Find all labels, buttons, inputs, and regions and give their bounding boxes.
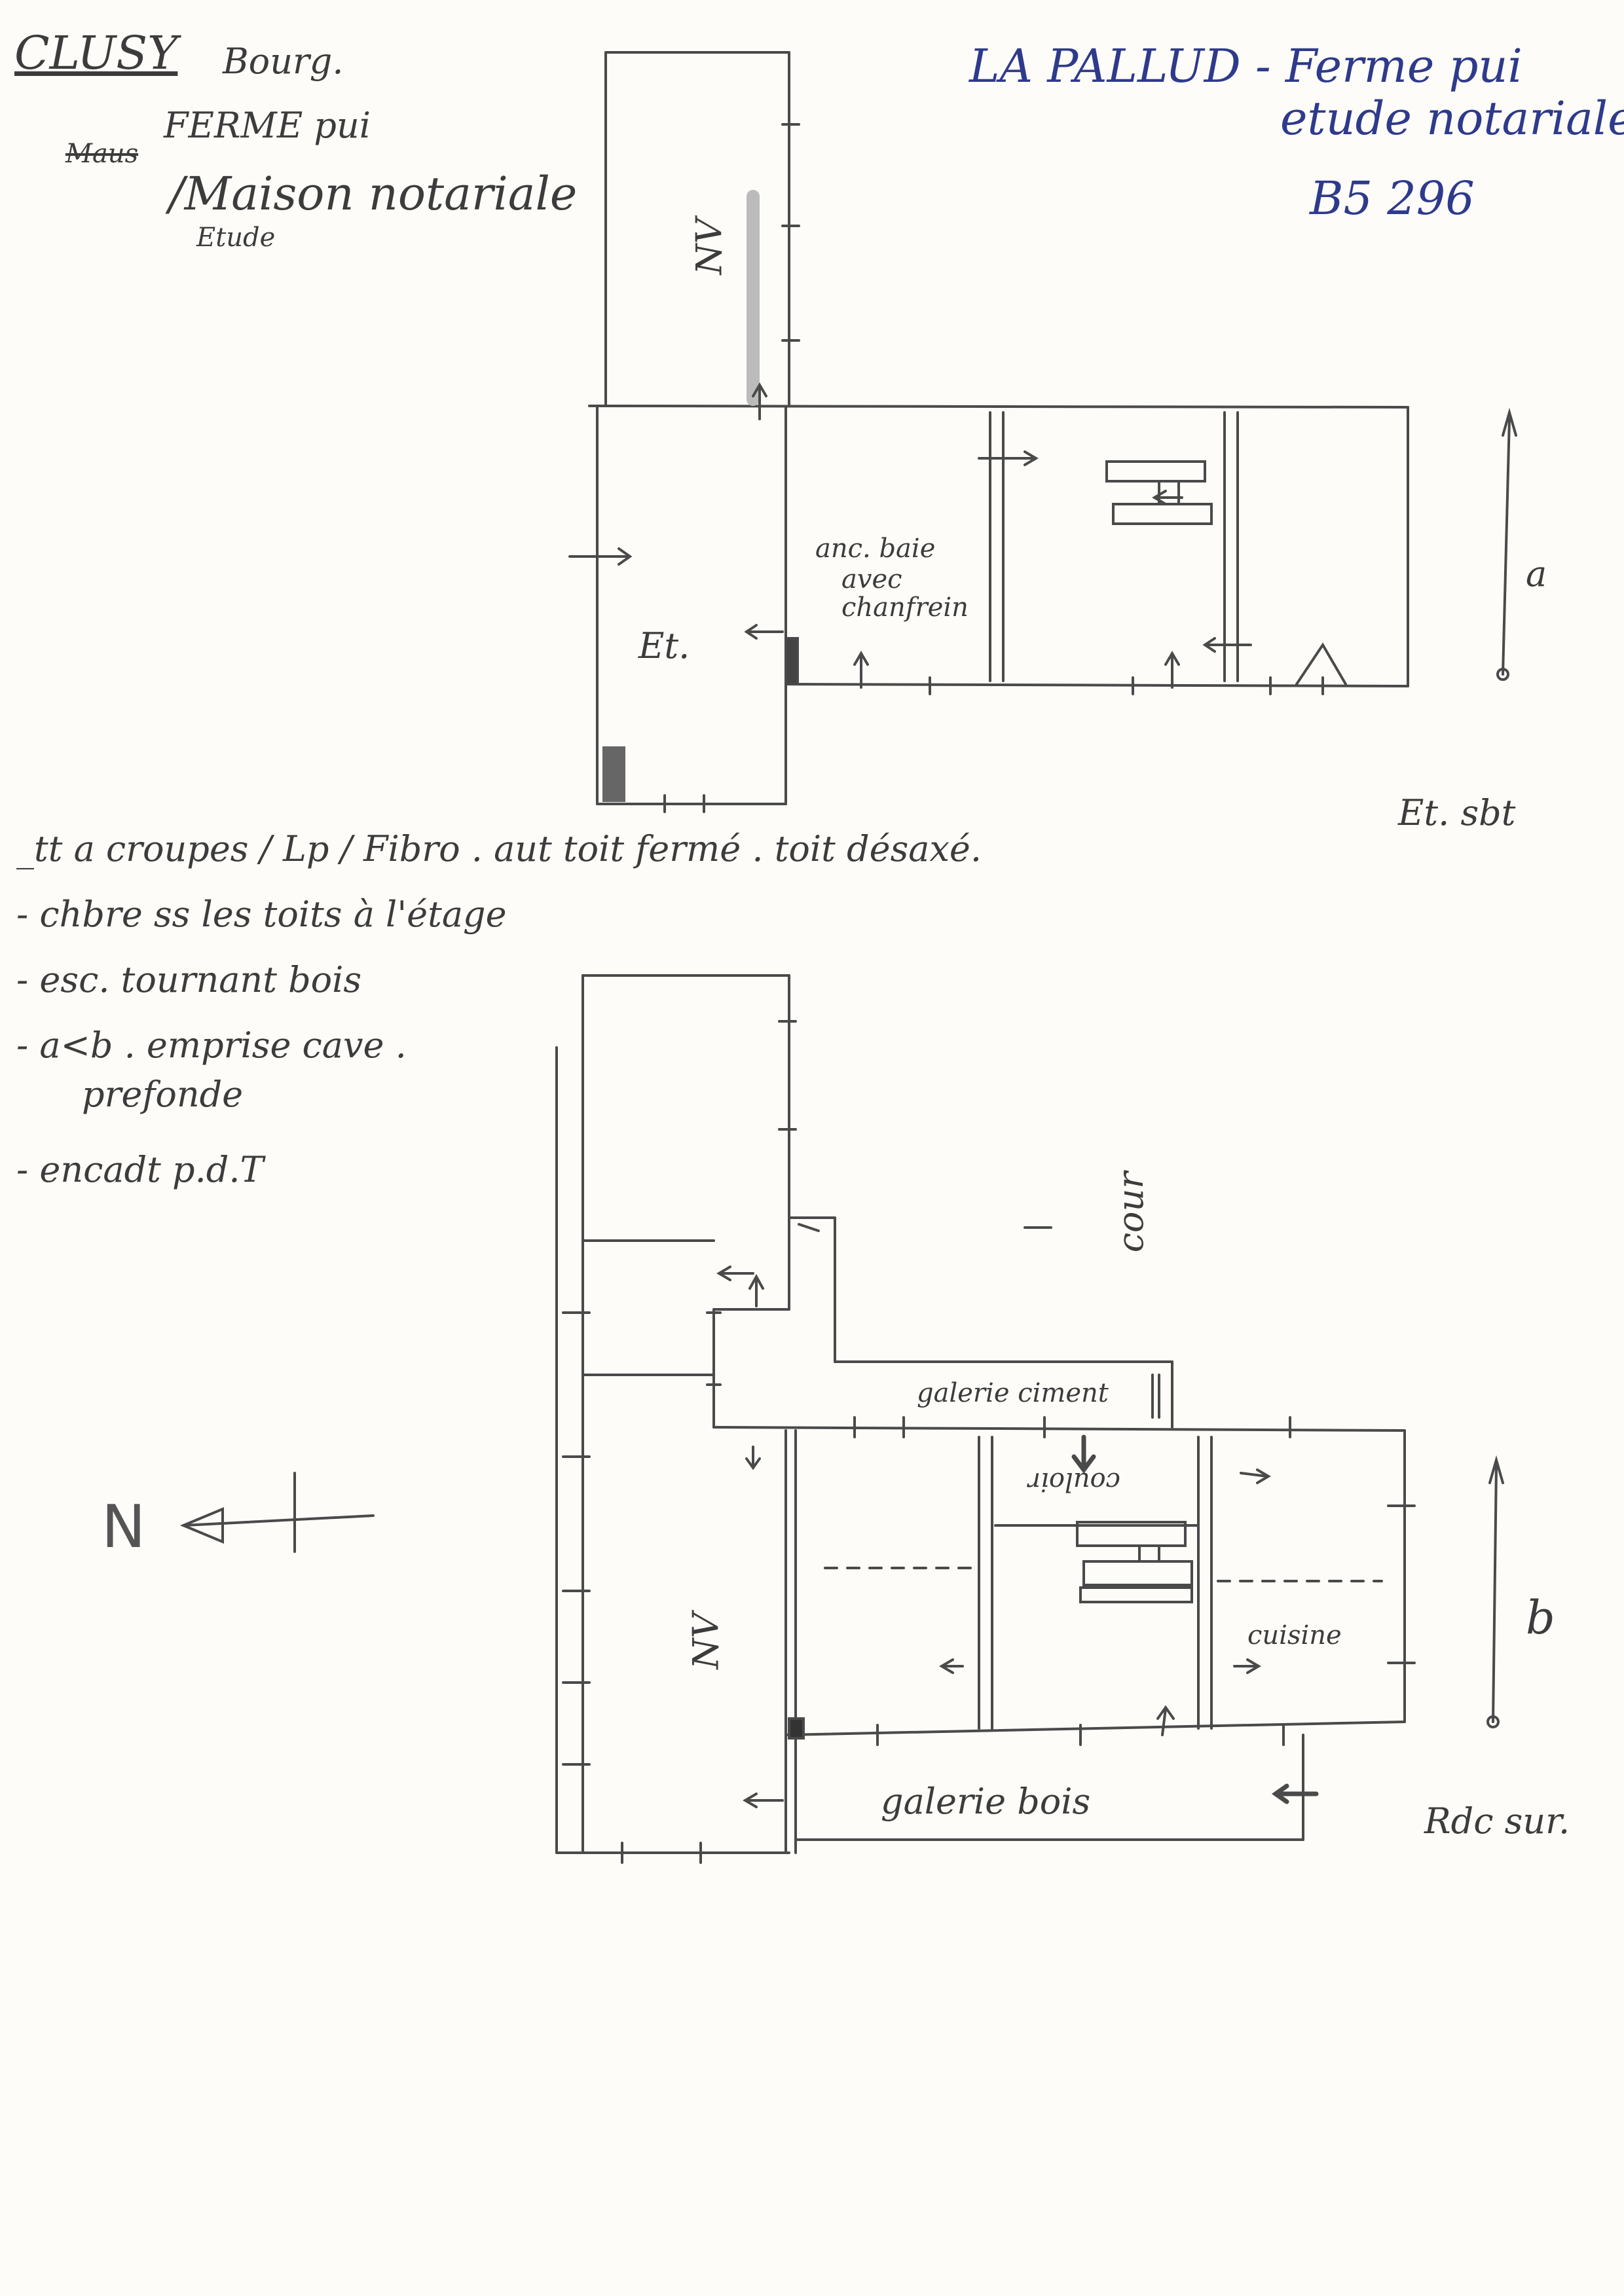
galerie-bois-label: galerie bois xyxy=(881,1781,1091,1822)
type-line-1: FERME pui xyxy=(164,105,371,146)
upper-et-label: Et. xyxy=(638,625,690,666)
lower-plan-walls xyxy=(555,974,1504,1864)
commune-label: CLUSY xyxy=(14,26,178,80)
cuisine-label: cuisine xyxy=(1247,1620,1342,1650)
site-title: LA PALLUD - Ferme pui xyxy=(969,39,1522,93)
type-line-2: /Maison notariale xyxy=(169,167,578,221)
upper-level-label: Et. sbt xyxy=(1398,792,1516,833)
note-1: _tt a croupes / Lp / Fibro . aut toit fe… xyxy=(16,828,982,869)
galerie-ciment-label: galerie ciment xyxy=(917,1378,1109,1408)
dimension-a-label: a xyxy=(1526,553,1547,594)
north-label: N xyxy=(101,1493,146,1561)
note-3: - esc. tournant bois xyxy=(16,959,362,1000)
upper-plan-walls xyxy=(568,51,1517,813)
site-subtitle: etude notariale xyxy=(1280,92,1624,145)
note-4: - a<b . emprise cave . xyxy=(16,1025,407,1066)
type-line-3: Etude xyxy=(196,223,276,253)
note-4-cont: prefonde xyxy=(82,1074,244,1115)
north-arrow-icon xyxy=(179,1472,375,1553)
couloir-label: couloir xyxy=(1028,1467,1121,1497)
upper-nv-label: NV xyxy=(688,218,730,275)
cour-label: cour xyxy=(1110,1171,1152,1253)
annotation-line-2: avec xyxy=(841,564,902,594)
note-2: - chbre ss les toits à l'étage xyxy=(16,894,507,935)
note-5: - encadt p.d.T xyxy=(16,1149,264,1190)
lower-level-label: Rdc sur. xyxy=(1424,1800,1570,1842)
cadastre-ref: B5 296 xyxy=(1310,172,1475,225)
lieu-label: Bourg. xyxy=(223,41,344,82)
annotation-line-3: chanfrein xyxy=(841,592,969,623)
annotation-line-1: anc. baie xyxy=(815,534,936,564)
lower-nv-label: NV xyxy=(685,1613,727,1669)
struck-word: Maus xyxy=(65,139,139,169)
dimension-b-label: b xyxy=(1526,1591,1555,1645)
